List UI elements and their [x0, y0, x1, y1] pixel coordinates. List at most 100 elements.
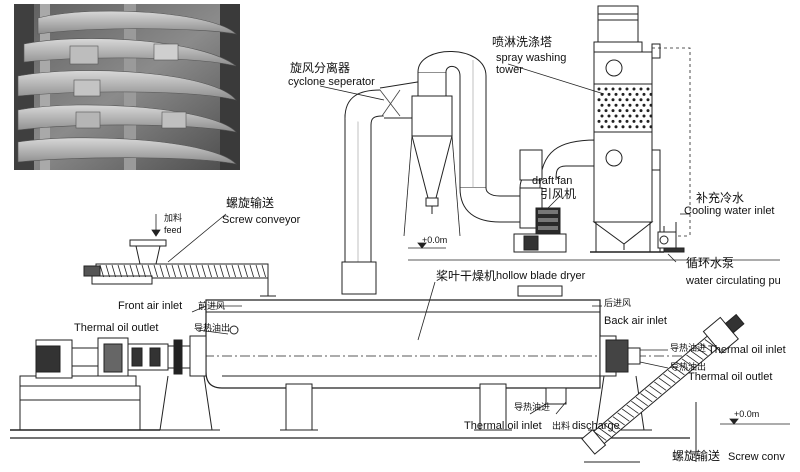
leader-lines	[151, 63, 690, 415]
screw-flight	[621, 408, 635, 418]
packing-dot	[618, 87, 622, 91]
packing-dot	[628, 103, 632, 107]
packing-dot	[639, 109, 643, 113]
packing-dot	[642, 103, 646, 107]
packing-dot	[632, 119, 636, 123]
front-air-inlet-label-en: Front air inlet	[118, 300, 183, 312]
screw-conveyor-discharge	[581, 313, 745, 463]
packing-dot	[642, 125, 646, 129]
packing-dot	[646, 98, 650, 102]
packing-dot	[607, 103, 611, 107]
screw-flight	[654, 381, 667, 391]
packing-dot	[628, 125, 632, 129]
screw-flight	[177, 264, 182, 278]
screw-flight	[195, 264, 200, 278]
screw-flight	[189, 264, 194, 278]
screw-conveyor-top-label-en: Screw conveyor	[222, 214, 301, 226]
screw-flight	[686, 354, 699, 364]
back-air-inlet-label-en: Back air inlet	[604, 315, 667, 327]
draft-fan	[513, 139, 597, 253]
draft-fan-label-zh: 引风机	[540, 187, 577, 201]
screw-flight	[649, 385, 662, 395]
hollow-blade-dryer-interior-photo	[14, 4, 240, 170]
spray-tower-label-en-2: tower	[496, 64, 523, 76]
screw-flight	[612, 416, 625, 426]
packing-dot	[646, 87, 650, 91]
thermal-oil-inlet-bottom-label-zh: 导热油进	[514, 403, 551, 413]
packing-dot	[625, 109, 629, 113]
packing-dot	[621, 103, 625, 107]
packing-dot	[604, 109, 608, 113]
screw-flight	[261, 264, 266, 278]
screw-flight	[105, 264, 110, 278]
packing-dot	[621, 92, 625, 96]
packing-dot	[642, 114, 646, 118]
dryer-label-zh: 桨叶干燥机	[436, 269, 497, 283]
screw-flight	[594, 431, 607, 441]
screw-flight	[672, 366, 685, 376]
packing-dot	[621, 125, 625, 129]
screw-flight	[237, 264, 242, 278]
packing-dot	[618, 98, 622, 102]
screw-flight	[129, 264, 134, 278]
packing-dot	[628, 92, 632, 96]
screw-flight	[99, 264, 104, 278]
packing-dot	[639, 87, 643, 91]
screw-flight	[213, 264, 218, 278]
packing-dot	[607, 125, 611, 129]
packing-dot	[597, 109, 601, 113]
packing-dot	[635, 114, 639, 118]
packing-dot	[649, 114, 653, 118]
packing-dot	[625, 119, 629, 123]
screw-flight	[249, 264, 254, 278]
packing-dot	[604, 98, 608, 102]
screw-flight	[667, 370, 681, 380]
screw-flight	[626, 404, 639, 414]
screw-flight	[603, 424, 616, 434]
screw-flight	[255, 264, 260, 278]
packing-dot	[614, 114, 618, 118]
photo-drawing	[14, 4, 240, 170]
screw-flight	[207, 264, 212, 278]
screw-flight	[141, 264, 146, 278]
screw-flight	[225, 264, 230, 278]
packing-dot	[628, 114, 632, 118]
back-air-inlet-label-zh: 后进风	[604, 299, 632, 309]
packing-dot	[625, 87, 629, 91]
packing-dot	[600, 103, 604, 107]
dryer-label-en: hollow blade dryer	[496, 270, 586, 282]
screw-flight	[635, 397, 648, 407]
packing-dot	[614, 92, 618, 96]
packing-dot	[614, 103, 618, 107]
packing-dot	[604, 87, 608, 91]
pump-label-en: water circulating pu	[686, 275, 781, 287]
cyclone-label-en: cyclone seperator	[288, 76, 375, 88]
packing-dot	[618, 109, 622, 113]
draft-fan-label-en: draft fan	[532, 175, 573, 187]
screw-conveyor-top-label-zh: 螺旋输送	[226, 196, 275, 210]
screw-flight	[608, 420, 621, 430]
packing-dot	[635, 92, 639, 96]
screw-flight	[681, 358, 694, 368]
screw-flight	[171, 264, 176, 278]
spray-tower-label-en-1: spray washing	[496, 52, 567, 64]
screw-flight	[135, 264, 140, 278]
packing-dot	[632, 87, 636, 91]
screw-flight	[117, 264, 122, 278]
thermal-oil-outlet-right-label-zh: 导热油出	[670, 363, 707, 373]
screw-flight	[159, 264, 164, 278]
hollow-blade-dryer	[60, 261, 690, 431]
packing-dot	[635, 125, 639, 129]
discharge-label-zh: 出料	[552, 422, 571, 432]
packing-dot	[607, 114, 611, 118]
screw-flight	[111, 264, 116, 278]
packing-dot	[618, 119, 622, 123]
screw-flight	[243, 264, 248, 278]
packing-dot	[611, 98, 615, 102]
upper-ground-level	[408, 242, 780, 261]
thermal-oil-inlet-bottom-label-en: Thermal oil inlet	[464, 420, 542, 432]
screw-flight	[201, 264, 206, 278]
packing-dot	[646, 109, 650, 113]
cyclone-label-zh: 旋风分离器	[290, 61, 351, 75]
